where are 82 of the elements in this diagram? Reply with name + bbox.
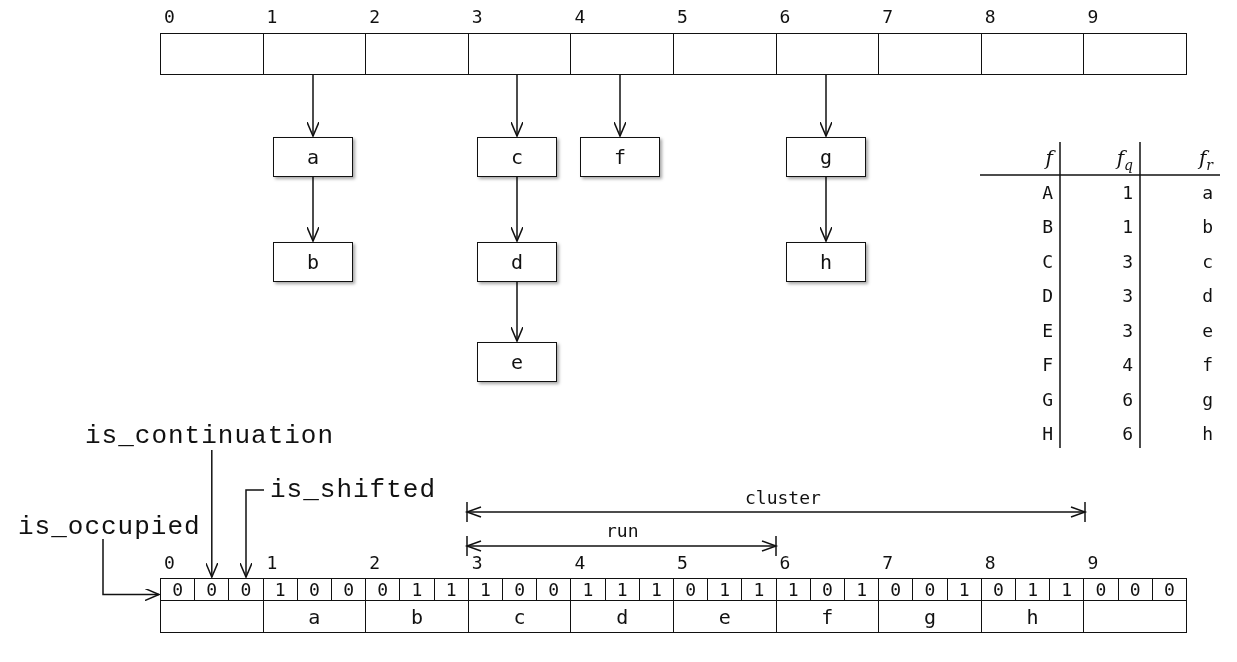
table-value: f bbox=[1201, 353, 1213, 377]
table-value: 3 bbox=[1121, 318, 1133, 343]
leader-line bbox=[102, 538, 160, 602]
index-number: 2 bbox=[369, 551, 381, 575]
table-value: G bbox=[1041, 387, 1053, 412]
slot-cell bbox=[1083, 600, 1187, 633]
element-box: b bbox=[273, 242, 353, 282]
arrow bbox=[510, 281, 524, 342]
index-number: 0 bbox=[164, 551, 175, 575]
bucket-slot bbox=[775, 33, 880, 75]
index-number: 3 bbox=[471, 5, 483, 29]
bucket-slot bbox=[262, 33, 367, 75]
element-box: g bbox=[786, 137, 866, 177]
index-number: 4 bbox=[574, 551, 586, 575]
table-header: f$_{q}$ bbox=[1114, 146, 1133, 175]
arrow bbox=[819, 176, 833, 242]
index-number: 0 bbox=[164, 5, 175, 29]
element-box: h bbox=[786, 242, 866, 282]
table-value: a bbox=[1201, 180, 1213, 205]
arrow bbox=[510, 74, 524, 137]
bit-cell: 0 bbox=[1151, 578, 1187, 601]
index-number: 1 bbox=[266, 5, 278, 29]
table-value: C bbox=[1041, 249, 1053, 274]
dimension-label: run bbox=[606, 519, 639, 543]
table-value: 6 bbox=[1121, 387, 1133, 412]
bucket-slot bbox=[1083, 33, 1187, 75]
table-value: 3 bbox=[1121, 284, 1133, 308]
bucket-slot bbox=[467, 33, 572, 75]
index-number: 6 bbox=[779, 551, 791, 575]
index-number: 4 bbox=[574, 5, 586, 29]
arrow bbox=[819, 74, 833, 137]
index-number: 9 bbox=[1087, 5, 1099, 29]
table-value: B bbox=[1041, 215, 1053, 239]
bucket-slot bbox=[160, 33, 264, 75]
arrow bbox=[613, 74, 627, 137]
table-value: 3 bbox=[1121, 249, 1133, 274]
index-number: 3 bbox=[471, 551, 483, 575]
element-box: e bbox=[477, 342, 557, 382]
index-number: 8 bbox=[984, 551, 996, 575]
table-value: E bbox=[1041, 318, 1053, 343]
table-value: c bbox=[1201, 249, 1213, 274]
table-header: f$_{r}$ bbox=[1196, 146, 1213, 175]
index-number: 2 bbox=[369, 5, 381, 29]
arrow bbox=[306, 74, 320, 137]
bucket-slot bbox=[673, 33, 777, 75]
bucket-slot bbox=[365, 33, 469, 75]
table-value: 1 bbox=[1121, 180, 1133, 205]
table-value: D bbox=[1041, 284, 1053, 308]
bucket-slot bbox=[878, 33, 982, 75]
table-value: e bbox=[1201, 318, 1213, 343]
leader-line bbox=[205, 449, 219, 578]
table-value: h bbox=[1201, 422, 1213, 446]
element-box: c bbox=[477, 137, 557, 177]
index-number: 8 bbox=[984, 5, 996, 29]
index-number: 6 bbox=[779, 5, 791, 29]
arrow bbox=[306, 176, 320, 242]
table-value: g bbox=[1201, 387, 1213, 412]
index-number: 1 bbox=[266, 551, 278, 575]
index-number: 7 bbox=[882, 5, 894, 29]
dimension-label: cluster bbox=[745, 486, 821, 510]
element-box: f bbox=[580, 137, 660, 177]
index-number: 7 bbox=[882, 551, 894, 575]
element-box: d bbox=[477, 242, 557, 282]
table-value: 1 bbox=[1121, 215, 1133, 239]
table-value: b bbox=[1201, 215, 1213, 239]
element-box: a bbox=[273, 137, 353, 177]
bucket-slot bbox=[570, 33, 674, 75]
index-number: 5 bbox=[677, 551, 688, 575]
table-value: 4 bbox=[1121, 353, 1133, 377]
bit-cell: 0 bbox=[160, 578, 196, 601]
field-name: is_occupied bbox=[18, 515, 201, 539]
table-value: 6 bbox=[1121, 422, 1133, 446]
index-number: 9 bbox=[1087, 551, 1099, 575]
table-value: F bbox=[1041, 353, 1053, 377]
table-value: A bbox=[1041, 180, 1053, 205]
table-value: d bbox=[1201, 284, 1213, 308]
table-value: H bbox=[1041, 422, 1053, 446]
index-number: 5 bbox=[677, 5, 688, 29]
bucket-slot bbox=[980, 33, 1085, 75]
leader-line bbox=[239, 489, 265, 578]
arrow bbox=[510, 176, 524, 242]
slot-cell bbox=[160, 600, 264, 633]
